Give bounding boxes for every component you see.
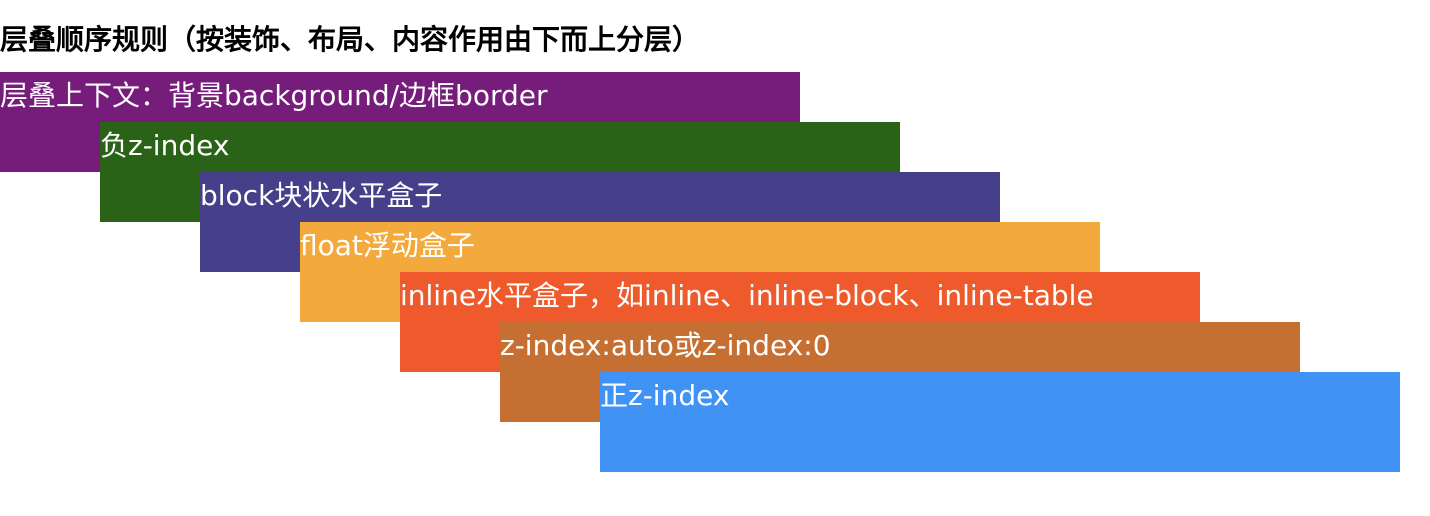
layer-label: z-index:auto或z-index:0 xyxy=(500,329,831,362)
layer-label: block块状水平盒子 xyxy=(200,179,443,212)
layer-label: 正z-index xyxy=(600,379,730,412)
layer-label: 负z-index xyxy=(100,129,230,162)
layer-label: float浮动盒子 xyxy=(300,229,475,262)
layer-positive-z-index: 正z-index xyxy=(600,372,1400,472)
diagram-title: 层叠顺序规则（按装饰、布局、内容作用由下而上分层） xyxy=(0,23,701,56)
layer-label: 层叠上下文：背景background/边框border xyxy=(0,79,548,112)
layer-label: inline水平盒子，如inline、inline-block、inline-t… xyxy=(400,279,1094,312)
